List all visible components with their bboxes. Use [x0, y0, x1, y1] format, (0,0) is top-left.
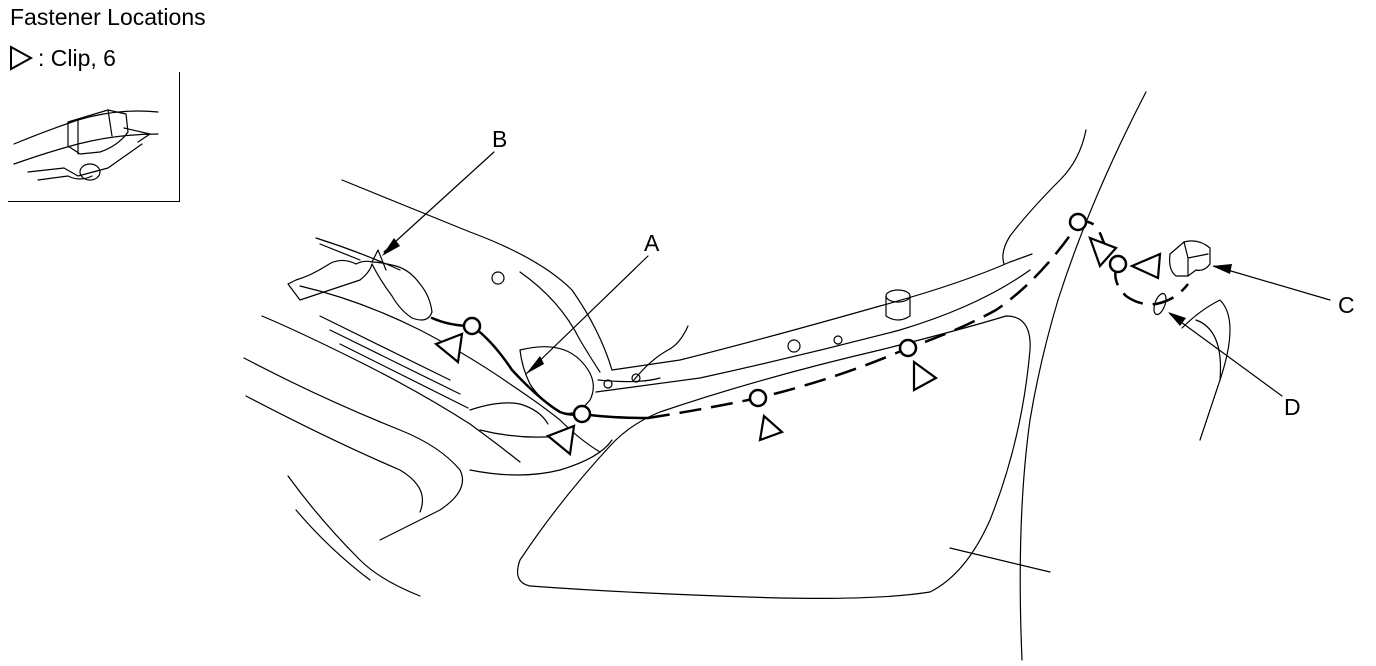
grille-line-4 — [287, 475, 421, 597]
clip-triangle-icon — [1088, 236, 1118, 269]
leader-arrow-c — [1212, 264, 1232, 274]
grille-line-1 — [261, 315, 521, 463]
release-handle-clip-detail — [1183, 241, 1209, 277]
bump-stop-top — [885, 289, 911, 303]
leader-line-a — [525, 255, 649, 375]
bolt-hole-5 — [631, 373, 641, 383]
leader-arrow-b — [382, 238, 400, 256]
bumper-lower — [469, 439, 613, 476]
leader-arrow-a — [526, 356, 544, 374]
hood-release-cable-hidden — [647, 220, 1119, 420]
leader-arrow-d — [1168, 312, 1186, 326]
callout-c: C — [1338, 292, 1355, 318]
clip-detail-inset — [8, 72, 180, 202]
clip-point-5 — [1068, 212, 1088, 232]
hood-stay — [633, 325, 689, 381]
callout-b: B — [492, 126, 508, 152]
clip-point-2 — [572, 404, 592, 424]
hood-edge — [341, 179, 613, 371]
clip-triangle-icon — [433, 332, 464, 365]
release-handle-clip — [1169, 240, 1211, 277]
headlight-housing — [517, 315, 1031, 599]
callout-a: A — [644, 230, 660, 256]
clip-point-1 — [462, 316, 482, 336]
headlight-lens-line — [949, 547, 1051, 573]
bolt-hole-3 — [833, 335, 843, 345]
leader-line-b — [383, 151, 495, 253]
hood-inner-edge — [519, 271, 601, 373]
grille-slats-1 — [319, 315, 469, 409]
grille-slats-2 — [315, 237, 401, 271]
callout-d: D — [1284, 394, 1301, 420]
clip-triangle-icon — [1129, 252, 1162, 280]
bolt-hole-4 — [603, 379, 613, 389]
engine-bracket — [519, 346, 594, 415]
engine-detail — [469, 402, 561, 438]
clip-point-4 — [898, 338, 918, 358]
clip-triangle-icon — [545, 424, 576, 457]
clip-point-6 — [1108, 254, 1128, 274]
legend: : Clip, 6 — [8, 44, 116, 72]
leader-line-d — [1169, 313, 1283, 397]
bolt-hole-1 — [491, 271, 505, 285]
cable-grommet — [1153, 292, 1167, 316]
grille-frame — [299, 285, 601, 453]
bolt-hole-2 — [787, 339, 801, 353]
page-title: Fastener Locations — [10, 4, 206, 30]
grille-line-5 — [295, 509, 371, 581]
grille-line-3 — [245, 395, 424, 513]
clip-triangle-icon — [10, 45, 34, 71]
leader-line-c — [1213, 265, 1331, 301]
clip-point-3 — [748, 388, 768, 408]
legend-label: : Clip, 6 — [38, 44, 116, 71]
hood-release-cable-solid — [430, 316, 650, 420]
clip-triangle-icon — [912, 359, 939, 392]
fender-line — [1019, 91, 1147, 661]
bulkhead-upper — [611, 253, 1033, 371]
hood-latch — [287, 259, 433, 321]
bulkhead-lower — [595, 269, 1031, 393]
clip-illustration — [13, 109, 159, 181]
hood-release-cable-to-handle — [1114, 263, 1189, 306]
hood-latch-lever — [371, 249, 387, 271]
fender-bracket — [1181, 299, 1231, 441]
fender-inner — [1002, 129, 1087, 265]
clip-triangle-icon — [758, 413, 785, 442]
fender-bracket-2 — [1195, 319, 1222, 381]
grille-line-2 — [243, 357, 464, 541]
bump-stop — [885, 295, 911, 321]
